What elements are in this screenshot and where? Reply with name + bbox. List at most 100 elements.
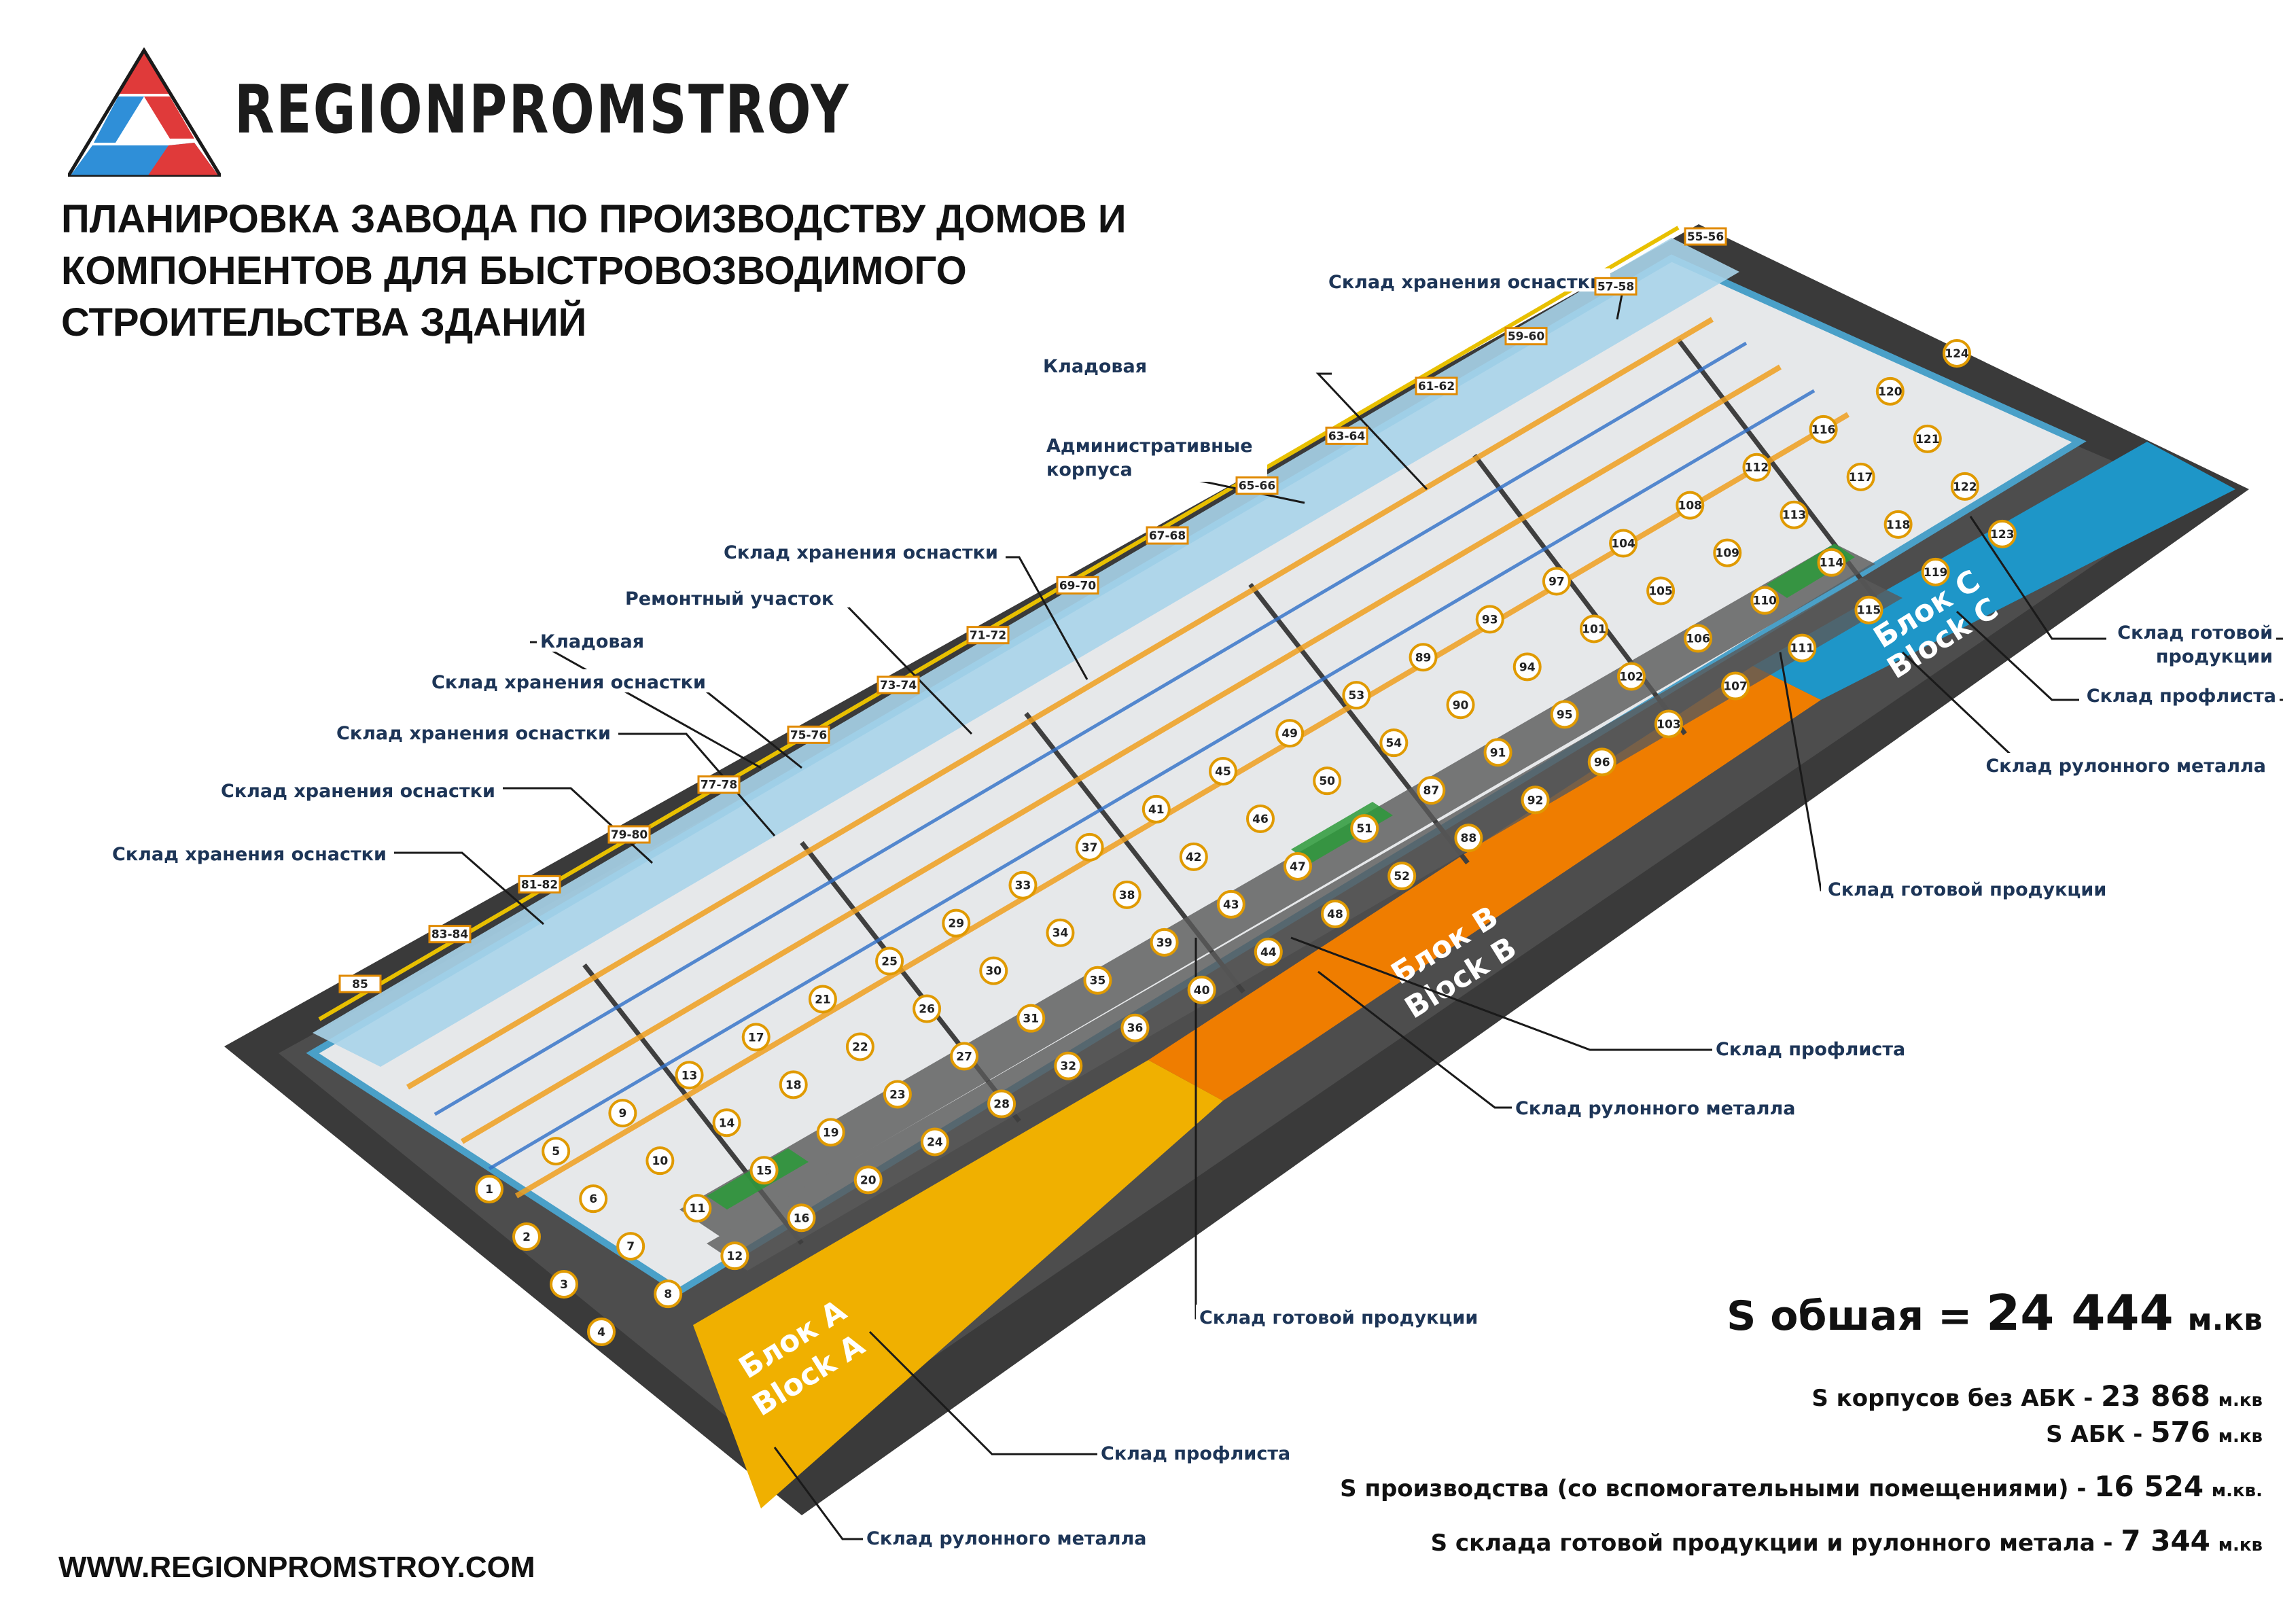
station-number: 3: [560, 1278, 568, 1292]
station-number: 102: [1619, 670, 1644, 684]
station-marker: 90: [1446, 690, 1475, 720]
station-circle: [875, 947, 904, 976]
station-number: 23: [889, 1088, 906, 1101]
station-number: 42: [1186, 851, 1202, 864]
station-circle: [1616, 662, 1646, 691]
label-tooling-storage: Склад хранения оснастки: [431, 672, 706, 693]
station-number: 17: [748, 1031, 764, 1044]
station-marker: 92: [1521, 785, 1550, 815]
station-circle: [1913, 424, 1942, 453]
station-number: 44: [1260, 946, 1277, 959]
station-circle: [1083, 966, 1112, 995]
station-circle: [587, 1318, 616, 1346]
station-number: 114: [1820, 557, 1844, 570]
station-circle: [1721, 671, 1750, 701]
station-number: 27: [956, 1051, 972, 1064]
station-circle: [1587, 747, 1616, 777]
station-marker: 3: [550, 1270, 578, 1299]
station-marker: 47: [1284, 852, 1312, 881]
station-number: 116: [1811, 423, 1836, 437]
dock-tag: 71-72: [966, 626, 1010, 645]
station-circle: [1742, 453, 1771, 482]
block-c-band: [1753, 442, 2235, 700]
title-line: КОМПОНЕНТОВ ДЛЯ БЫСТРОВОЗВОДИМОГО: [61, 249, 967, 293]
station-circle: [645, 1146, 675, 1176]
station-number: 13: [682, 1069, 698, 1082]
station-marker: 20: [853, 1165, 883, 1195]
dock-tag: 81-82: [518, 875, 561, 894]
station-marker: 9: [608, 1099, 637, 1128]
station-number: 41: [1148, 803, 1165, 817]
label-coil-metal-a: Склад рулонного металла: [866, 1528, 1147, 1549]
station-marker: 50: [1313, 766, 1342, 796]
station-number: 5: [552, 1145, 560, 1159]
station-marker: 11: [683, 1194, 712, 1223]
station-circle: [675, 1061, 704, 1090]
station-circle: [1275, 719, 1305, 748]
station-circle: [1112, 880, 1142, 909]
station-marker: 37: [1075, 832, 1104, 862]
station-number: 53: [1349, 689, 1365, 703]
station-circle: [1521, 785, 1550, 815]
brand-name: REGIONPROMSTROY: [234, 71, 850, 149]
station-marker: 118: [1883, 510, 1913, 539]
station-number: 46: [1252, 813, 1269, 826]
station-number: 26: [919, 1003, 935, 1017]
dock-tag: 77-78: [697, 775, 741, 794]
station-number: 31: [1023, 1012, 1039, 1026]
station-marker: 88: [1454, 824, 1483, 853]
station-number: 30: [985, 965, 1002, 978]
station-number: 111: [1790, 642, 1815, 656]
station-number: 16: [794, 1212, 810, 1225]
station-circle: [542, 1137, 571, 1166]
station-marker: 51: [1350, 814, 1379, 843]
station-number: 21: [815, 993, 831, 1006]
station-circle: [1350, 814, 1379, 843]
station-marker: 121: [1913, 424, 1942, 453]
station-circle: [741, 1023, 771, 1052]
stat-total-value: 24 444: [1986, 1284, 2174, 1341]
station-marker: 110: [1750, 586, 1780, 615]
station-number: 39: [1156, 936, 1173, 950]
station-number: 36: [1127, 1022, 1144, 1036]
station-circle: [1446, 690, 1475, 720]
stat-total: S обшая = 24 444 м.кв: [1727, 1284, 2263, 1341]
label-finished-goods-c: Склад готовой: [2117, 622, 2273, 643]
station-number: 95: [1557, 708, 1573, 722]
website-link[interactable]: WWW.REGIONPROMSTROY.COM: [58, 1551, 535, 1584]
station-marker: 38: [1112, 880, 1142, 909]
station-marker: 22: [845, 1032, 874, 1061]
station-number: 112: [1745, 461, 1769, 475]
station-circle: [1321, 900, 1349, 928]
dock-number: 73-74: [880, 679, 917, 692]
station-circle: [1246, 805, 1275, 833]
station-marker: 18: [779, 1070, 808, 1099]
label-profiled-sheet-b: Склад профлиста: [1716, 1039, 1905, 1060]
station-number: 28: [993, 1098, 1010, 1112]
station-number: 120: [1878, 385, 1902, 399]
station-circle: [1284, 852, 1312, 881]
station-number: 2: [523, 1231, 531, 1244]
station-circle: [1713, 538, 1742, 567]
label-admin-1: Административные: [1046, 436, 1253, 457]
station-marker: 30: [979, 956, 1008, 985]
station-number: 51: [1356, 822, 1373, 836]
block-a-band: [693, 1060, 1223, 1508]
station-circle: [1809, 414, 1838, 444]
station-number: 15: [756, 1164, 773, 1178]
station-circle: [979, 956, 1008, 985]
station-circle: [1142, 794, 1171, 824]
station-number: 4: [597, 1326, 605, 1339]
station-marker: 35: [1083, 966, 1112, 995]
station-marker: 103: [1654, 709, 1683, 739]
station-marker: 5: [542, 1137, 571, 1166]
station-number: 24: [927, 1135, 943, 1149]
station-number: 9: [618, 1107, 626, 1120]
stat-total-unit: м.кв: [2187, 1303, 2263, 1337]
station-marker: 115: [1854, 595, 1883, 624]
station-marker: 39: [1150, 928, 1179, 957]
station-marker: 109: [1713, 538, 1742, 567]
station-number: 12: [727, 1250, 743, 1263]
dock-number: 67-68: [1149, 529, 1186, 543]
station-circle: [1342, 681, 1371, 710]
